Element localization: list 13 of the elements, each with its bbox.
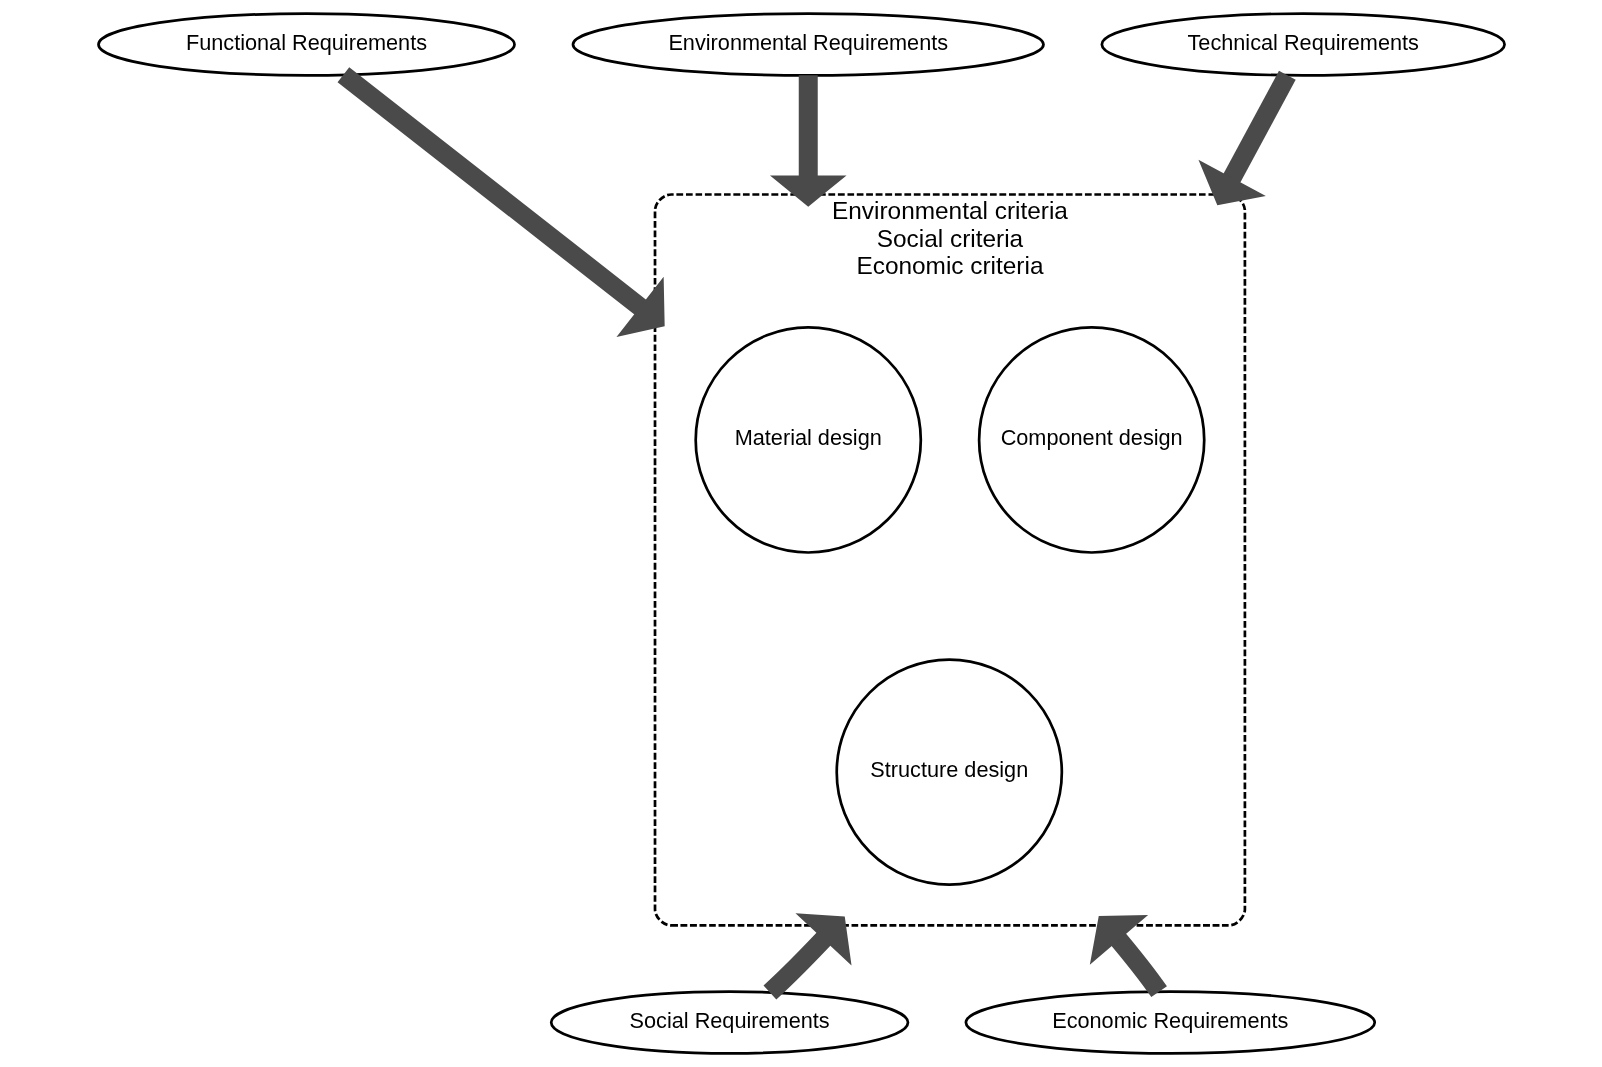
arrow <box>1089 915 1167 998</box>
node-ellipse: Economic Requirements <box>964 990 1376 1055</box>
arrow <box>1197 70 1296 206</box>
arrow <box>763 913 852 1000</box>
node-circle: Structure design <box>834 658 1063 887</box>
node-ellipse: Technical Requirements <box>1100 12 1506 77</box>
node-circle: Component design <box>977 326 1206 554</box>
node-ellipse: Social Requirements <box>549 990 909 1055</box>
node-ellipse: Environmental Requirements <box>571 12 1045 77</box>
node-circle: Material design <box>693 326 922 554</box>
arrow <box>337 67 665 338</box>
arrow <box>769 75 847 207</box>
node-ellipse: Functional Requirements <box>96 12 516 77</box>
